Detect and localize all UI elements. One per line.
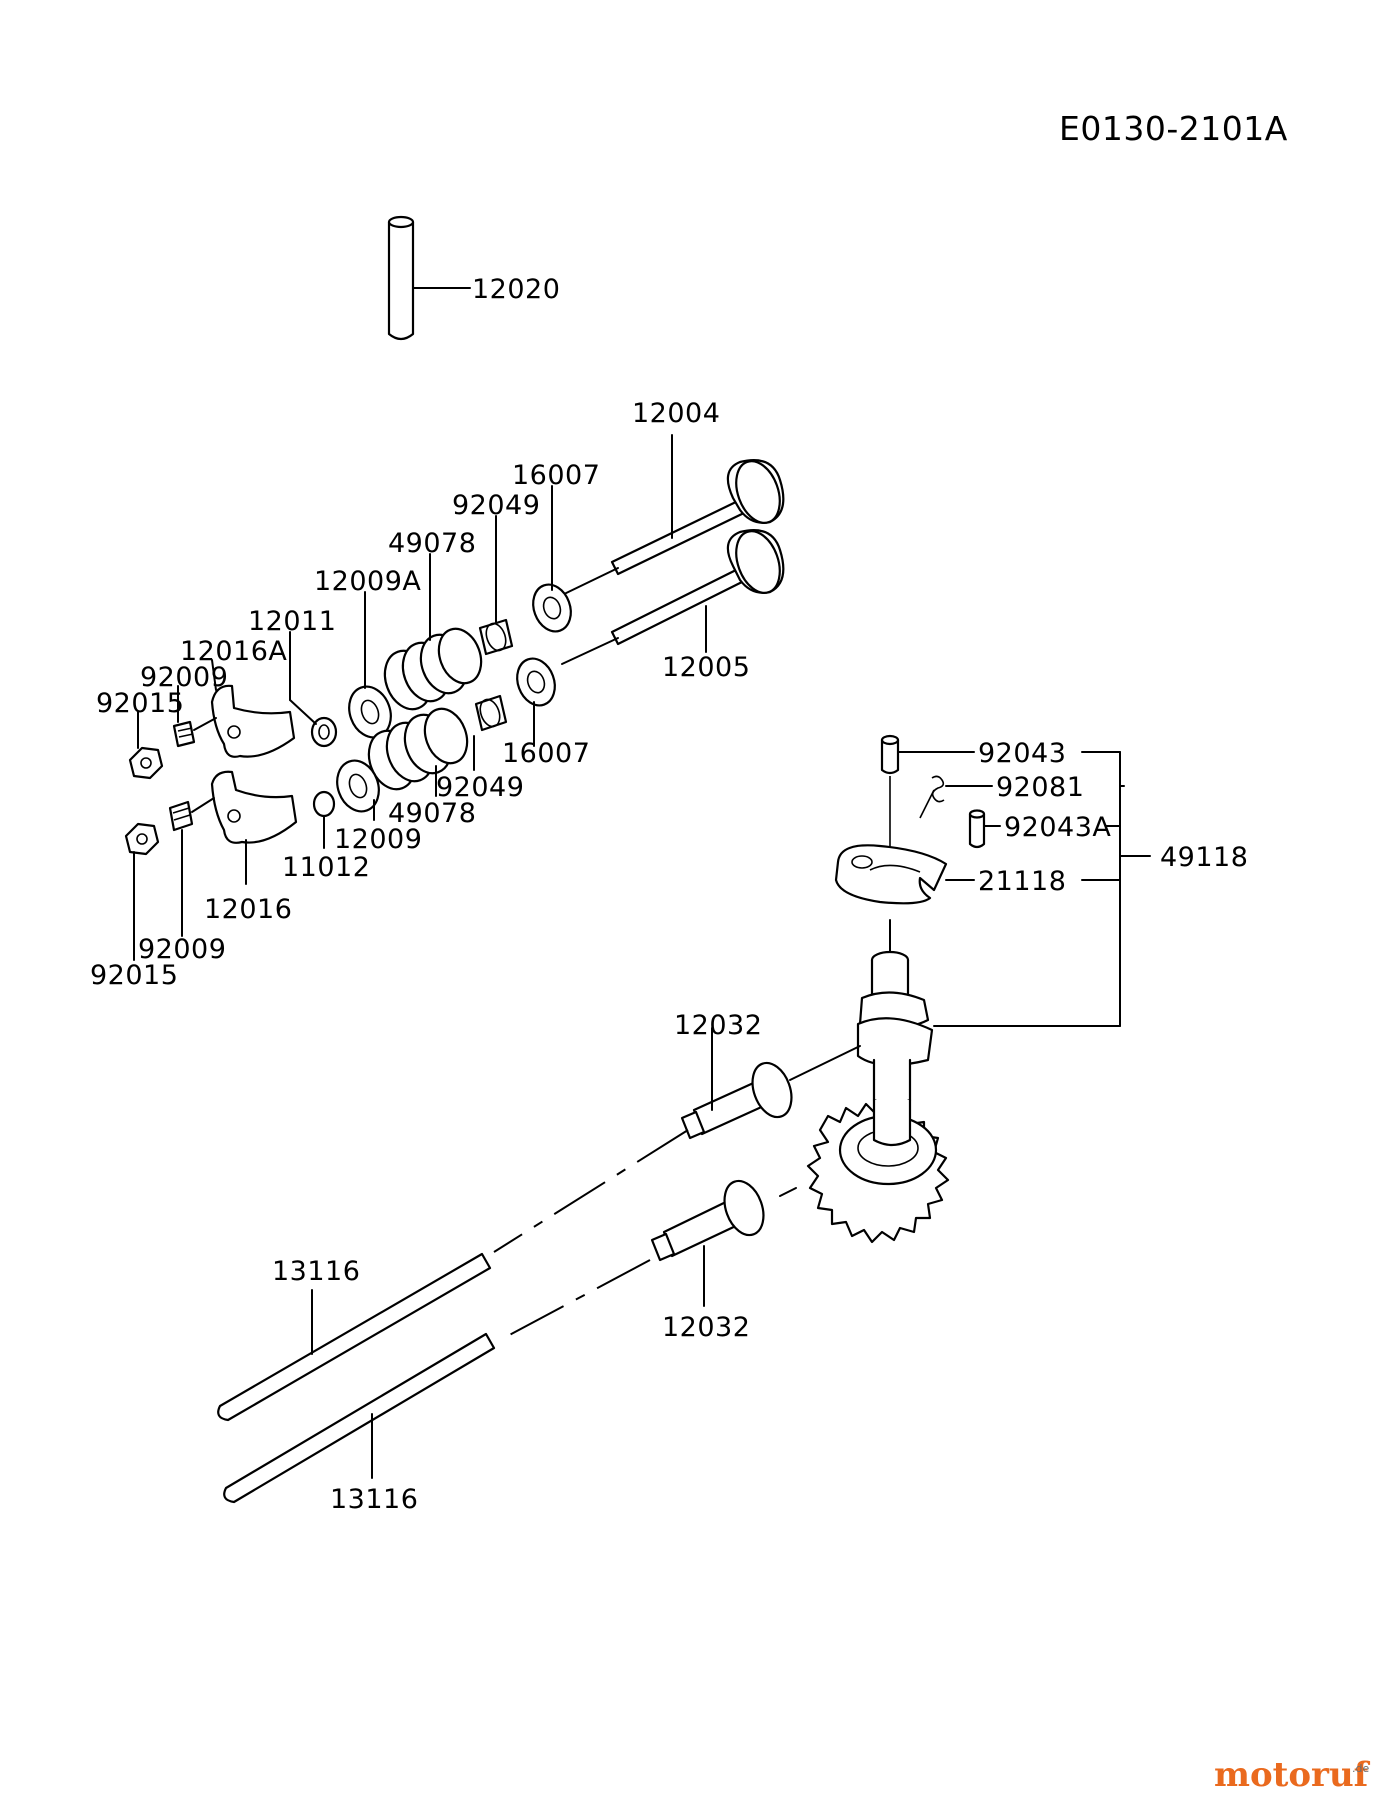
label-16007-lower: 16007: [502, 738, 590, 769]
part-16007-lower: [516, 657, 556, 747]
label-92009-lower: 92009: [138, 934, 226, 965]
part-92049-lower: [473, 694, 508, 771]
part-21118: [834, 844, 975, 905]
part-92043A: [968, 809, 1001, 849]
label-12020: 12020: [472, 274, 560, 305]
label-92043: 92043: [978, 738, 1066, 769]
bracket-49118: [933, 751, 1151, 1027]
label-92015-upper: 92015: [96, 688, 184, 719]
label-92009-upper: 92009: [140, 662, 228, 693]
label-16007-upper: 16007: [512, 460, 600, 491]
part-49078-upper: [383, 553, 483, 711]
label-12032-lower: 12032: [662, 1312, 750, 1343]
label-12009A: 12009A: [314, 566, 421, 597]
label-92081: 92081: [996, 772, 1084, 803]
label-12004: 12004: [632, 398, 720, 429]
part-12009A: [348, 591, 392, 739]
part-tappet-12032-lower: [650, 1179, 797, 1307]
motoruf-watermark: motoruf .de: [1214, 1755, 1371, 1795]
part-92049-upper: [478, 515, 514, 656]
label-49078-upper: 49078: [388, 528, 476, 559]
part-pushrod-13116-upper: [217, 1252, 492, 1422]
part-11012: [312, 790, 336, 849]
label-13116-upper: 13116: [272, 1256, 360, 1287]
label-12016: 12016: [204, 894, 292, 925]
label-12011: 12011: [248, 606, 336, 637]
part-valve-12005: [561, 529, 785, 665]
part-camshaft: [806, 919, 950, 1244]
label-12016A: 12016A: [180, 636, 287, 667]
part-spring-92081: [919, 775, 993, 819]
watermark-tld: .de: [1352, 1762, 1369, 1775]
label-12032-upper: 12032: [674, 1010, 762, 1041]
part-92043: [880, 734, 975, 852]
part-tappet-12032-upper: [680, 1027, 861, 1140]
part-valve-12004: [559, 434, 785, 597]
label-92015-lower: 92015: [90, 960, 178, 991]
label-13116-lower: 13116: [330, 1484, 418, 1515]
label-11012: 11012: [282, 852, 370, 883]
label-92049-upper: 92049: [452, 490, 540, 521]
label-12009: 12009: [334, 824, 422, 855]
watermark-brand: motoruf: [1214, 1755, 1371, 1795]
part-92009-upper: [172, 685, 217, 748]
diagram-code: E0130-2101A: [1059, 109, 1288, 148]
label-12005: 12005: [662, 652, 750, 683]
part-rocker-12016: [210, 770, 298, 885]
part-12009: [336, 759, 380, 821]
part-12020: [387, 215, 471, 341]
part-pushrod-13116-lower: [223, 1332, 496, 1504]
part-16007-upper: [532, 485, 572, 633]
label-49078-lower: 49078: [388, 798, 476, 829]
part-92009-lower: [168, 797, 215, 937]
part-rocker-12016A: [210, 659, 296, 758]
part-12011: [289, 631, 338, 748]
part-49078-lower: [367, 707, 469, 797]
part-92015-upper: [128, 711, 164, 780]
label-21118: 21118: [978, 866, 1066, 897]
label-49118: 49118: [1160, 842, 1248, 873]
label-92043A: 92043A: [1004, 812, 1111, 843]
label-92049-lower: 92049: [436, 772, 524, 803]
part-92015-lower: [124, 822, 160, 961]
